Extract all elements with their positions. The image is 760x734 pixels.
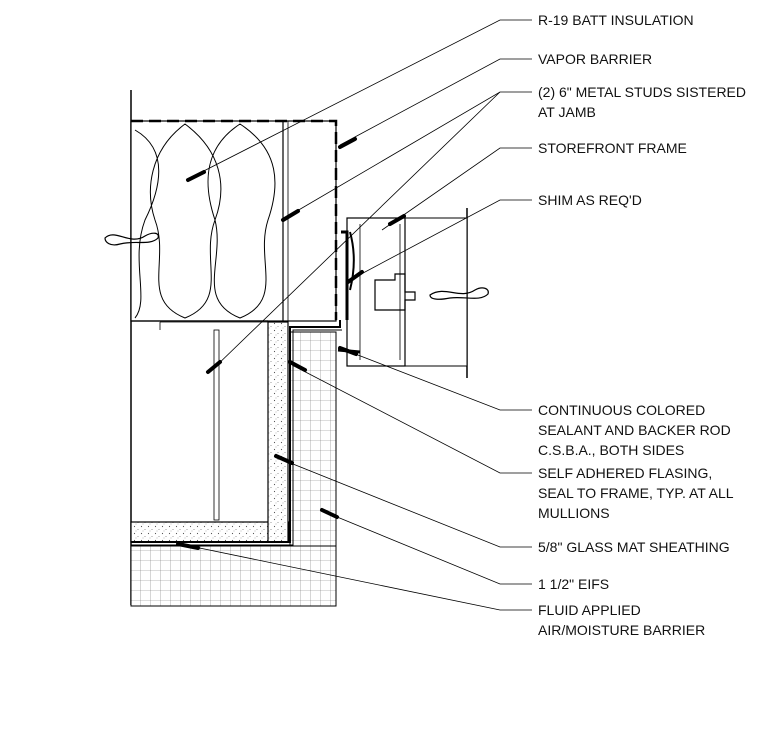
leader-lines [184,19,532,611]
storefront-frame [337,208,489,378]
flashing-line [131,320,341,543]
note-metal-studs-line2: AT JAMB [538,104,596,120]
leader-sheathing [277,457,532,548]
leader-r19 [189,19,532,179]
leader-vapor [339,58,532,146]
shim [349,231,355,291]
leader-eifs [324,511,532,585]
batt-insulation-loops [134,123,276,319]
note-flashing-line1: SELF ADHERED FLASING, [538,465,712,481]
vapor-barrier [131,119,338,320]
leader-storefront [381,147,532,231]
sheathing-vertical [267,321,289,543]
note-storefront-frame: STOREFRONT FRAME [538,140,687,156]
leader-ticks [176,137,406,550]
shim-block [341,230,349,320]
note-glass-mat-sheathing: 5/8" GLASS MAT SHEATHING [538,539,730,555]
air-barrier-line [131,329,342,546]
leader-flashing [291,364,532,474]
leader-barrier [184,544,532,611]
stud-flange [213,329,220,521]
leader-sealant [344,349,532,411]
note-air-barrier-line2: AIR/MOISTURE BARRIER [538,622,705,638]
note-vapor-barrier: VAPOR BARRIER [538,51,652,67]
frame-webs [359,224,401,360]
note-eifs: 1 1/2" EIFS [538,576,609,592]
frame-profile [346,217,406,367]
sheathing-horizontal [130,521,290,543]
leader-shim [349,199,532,281]
eifs-base [130,545,337,607]
wall-assembly [104,90,342,607]
note-metal-studs-line1: (2) 6" METAL STUDS SISTERED [538,84,746,100]
break-symbol-left [104,232,159,246]
leader-studs-b [211,91,501,371]
frame-clip [374,273,416,311]
note-sealant-line1: CONTINUOUS COLORED [538,402,705,418]
note-sealant-line3: C.S.B.A., BOTH SIDES [538,442,684,458]
note-shim: SHIM AS REQ'D [538,192,642,208]
note-sealant-line2: SEALANT AND BACKER ROD [538,422,731,438]
note-flashing-line2: SEAL TO FRAME, TYP. AT ALL [538,485,734,501]
note-r19-batt-insulation: R-19 BATT INSULATION [538,12,694,28]
break-symbol-right [429,287,489,300]
callout-notes: R-19 BATT INSULATION VAPOR BARRIER (2) 6… [538,12,746,638]
stud-track [159,321,268,330]
note-air-barrier-line1: FLUID APPLIED [538,602,641,618]
stud-cavity [130,120,337,322]
note-flashing-line3: MULLIONS [538,505,610,521]
